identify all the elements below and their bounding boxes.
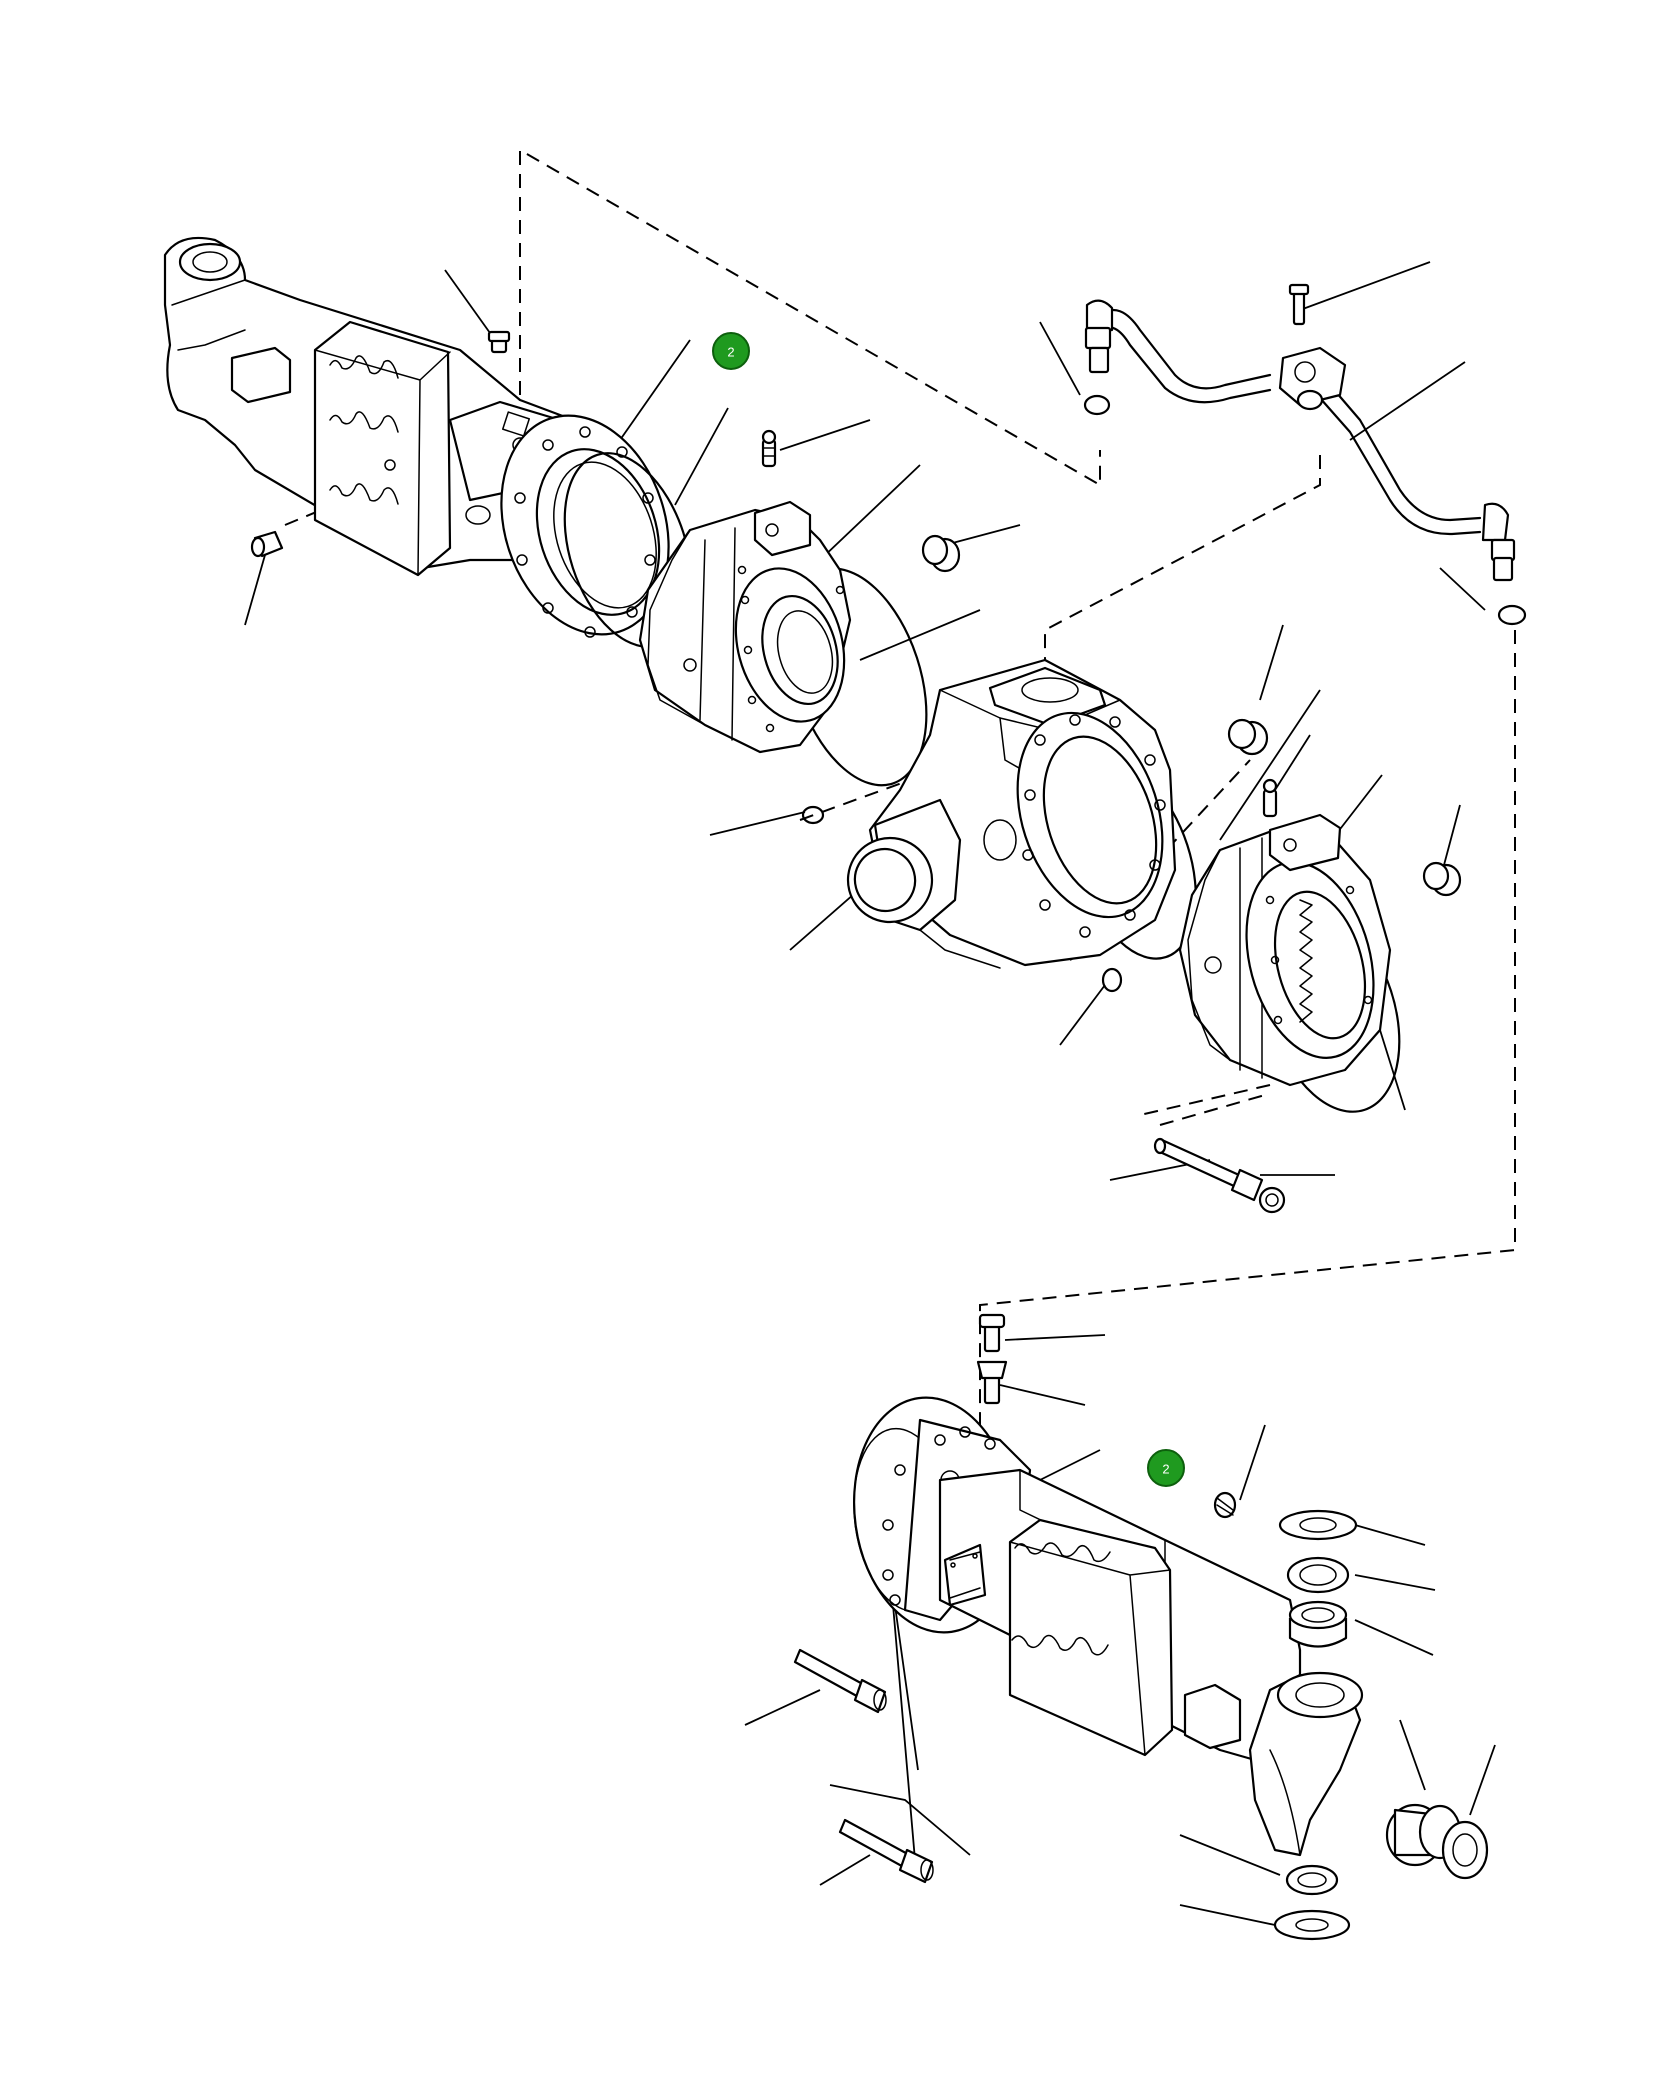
cap-plug-icon xyxy=(1422,861,1462,897)
bushing-icon xyxy=(1385,1803,1462,1867)
top-bolts-lower xyxy=(976,1313,1008,1405)
central-differential-housing xyxy=(846,658,1177,969)
marker-label: 2 xyxy=(727,345,734,360)
seal-ring-icon xyxy=(1441,1820,1489,1880)
washer-icon xyxy=(1273,1909,1351,1941)
grease-nipple-icon xyxy=(1262,778,1278,818)
marker-badge xyxy=(1147,1449,1185,1487)
small-fittings xyxy=(250,283,1462,897)
seal-ring-icon xyxy=(1285,1864,1339,1896)
seal-ring-icon xyxy=(1286,1556,1350,1594)
bolt-icon xyxy=(838,1818,934,1884)
marker-badge xyxy=(712,332,750,370)
pivot-pin-shaft xyxy=(1153,1137,1286,1214)
grease-nipple-icon xyxy=(761,429,777,468)
bolt-icon xyxy=(978,1313,1006,1353)
screw-icon xyxy=(1288,283,1310,326)
plug-icon xyxy=(1213,1491,1237,1519)
bolt-icon xyxy=(793,1648,887,1714)
left-swivel-hub xyxy=(638,500,852,754)
right-swivel-hub xyxy=(1178,813,1392,1087)
callout-marker-top[interactable]: 2 xyxy=(712,332,750,370)
bolt-icon xyxy=(976,1360,1008,1405)
brake-pipe-assembly xyxy=(1083,299,1527,626)
left-flange-ring xyxy=(500,414,670,638)
plug-icon xyxy=(250,530,284,558)
bushing-icon xyxy=(1288,1600,1348,1648)
cap-plug-icon xyxy=(1227,718,1269,756)
bushings-washers xyxy=(1213,1491,1489,1941)
cap-plug-icon xyxy=(921,534,961,573)
marker-label: 2 xyxy=(1162,1462,1169,1477)
callout-marker-bottom[interactable]: 2 xyxy=(1147,1449,1185,1487)
washer-icon xyxy=(1278,1509,1358,1541)
right-axle-beam-housing xyxy=(852,1396,1364,1857)
grease-nipple-icon xyxy=(487,330,511,354)
housing-bolts xyxy=(793,1648,934,1884)
left-axle-beam-housing xyxy=(163,236,602,577)
